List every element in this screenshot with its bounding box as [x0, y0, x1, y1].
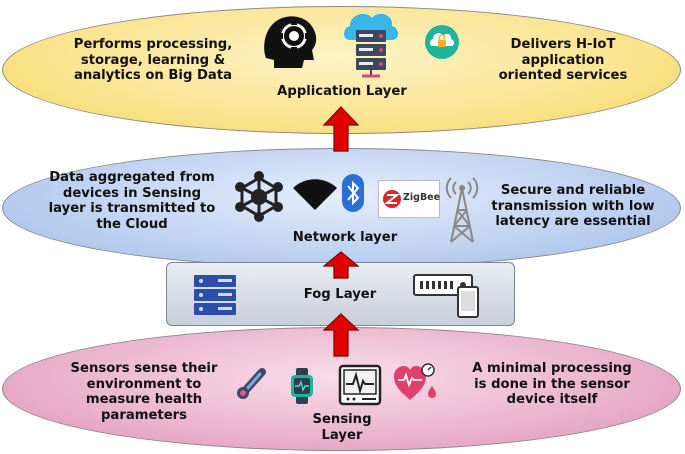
arrow-network-to-application: [322, 106, 360, 152]
zigbee-icon: ZigBee: [378, 180, 440, 218]
ecg-monitor-icon: [338, 364, 382, 406]
zigbee-label: ZigBee: [403, 192, 441, 203]
network-right-text: Secure and reliable transmission with lo…: [491, 183, 655, 229]
cloud-lock-icon: [425, 25, 459, 59]
smartwatch-icon: [291, 368, 313, 404]
antenna-tower-icon: [445, 177, 479, 243]
bluetooth-icon: [342, 174, 364, 212]
sensing-left-text: Sensors sense their environment to measu…: [70, 361, 218, 423]
thermometer-icon: [237, 368, 266, 399]
fog-layer-title: Fog Layer: [303, 287, 377, 302]
router-phone-icon: [413, 274, 479, 318]
arrow-fog-to-network: [322, 251, 360, 279]
gear-head-icon: [264, 16, 317, 68]
network-layer-title: Network layer: [292, 230, 398, 245]
network-left-text: Data aggregated from devices in Sensing …: [48, 170, 216, 232]
cloud-server-icon: [344, 13, 398, 78]
wifi-icon: [293, 179, 337, 210]
application-right-text: Delivers H-IoT application oriented serv…: [498, 37, 628, 83]
network-hub-icon: [235, 171, 283, 222]
sensing-right-text: A minimal processing is done in the sens…: [472, 361, 632, 407]
heart-drop-icon: [394, 363, 436, 400]
application-layer-title: Application Layer: [277, 84, 407, 99]
server-rack-icon: [194, 275, 236, 315]
sensing-layer-title: Sensing Layer: [312, 412, 372, 443]
arrow-sensing-to-fog: [322, 313, 360, 357]
application-left-text: Performs processing, storage, learning &…: [73, 37, 233, 83]
